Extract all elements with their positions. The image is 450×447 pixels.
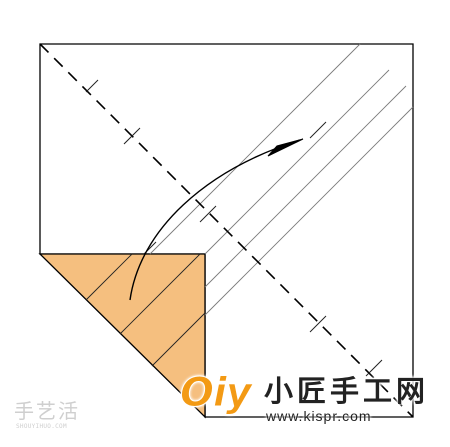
watermark-left-text: 手艺活 [14, 399, 80, 423]
brand-logo: Oiy [180, 370, 253, 417]
brand-name: 小匠手工网 [264, 374, 430, 408]
watermark-brand: Oiy 小匠手工网 www.kispr.com [180, 364, 442, 436]
watermark-left: 手艺活 SHOUYIHUO.COM [14, 395, 104, 435]
flap-crease-lines [85, 253, 206, 367]
diagonal-crease-lines [149, 43, 414, 316]
diagonal-tick-marks [85, 79, 383, 377]
arrowhead-icon [267, 138, 304, 157]
fold-direction-arrow-icon [129, 139, 301, 301]
brand-url: www.kispr.com [266, 408, 372, 424]
watermark-left-subtext: SHOUYIHUO.COM [16, 423, 67, 430]
valley-fold-diagonal [39, 43, 414, 418]
folded-flap [38, 253, 206, 419]
